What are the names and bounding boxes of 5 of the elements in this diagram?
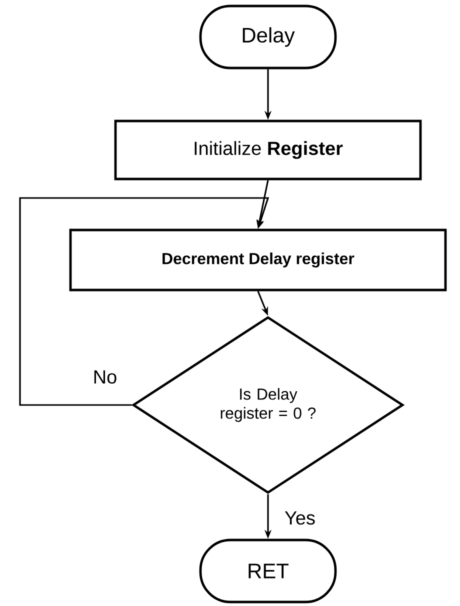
arrow — [19, 197, 270, 406]
process-box: Initialize Register — [114, 120, 422, 180]
process-box: Decrement Delay register — [69, 228, 447, 292]
edge-label: Yes — [284, 510, 316, 526]
edge-label: No — [92, 369, 118, 385]
